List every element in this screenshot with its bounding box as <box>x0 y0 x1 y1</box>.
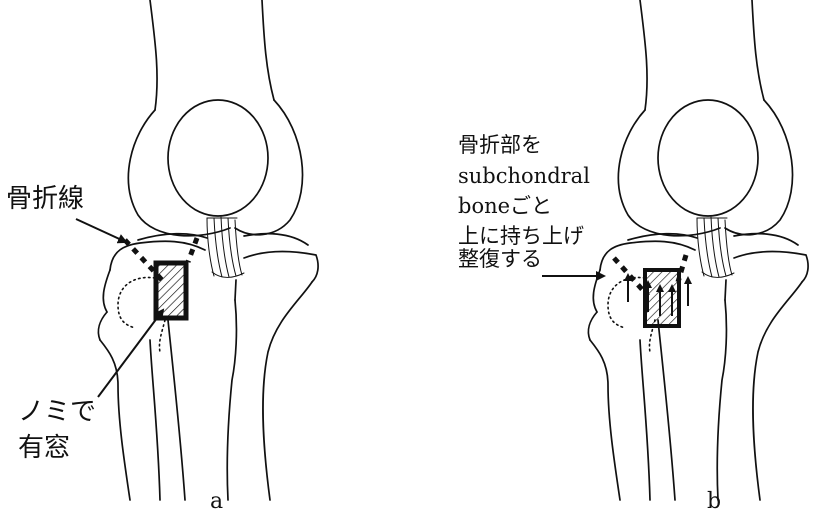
knee-illustration-b <box>588 0 808 500</box>
fracture-line-b <box>614 258 648 296</box>
arrow-fracture-line <box>76 219 126 242</box>
label-reduction-line4: 上に持ち上げ <box>458 224 584 248</box>
panel-a: 骨折線 ノミで 有窓 a <box>6 0 318 514</box>
bone-window-a <box>156 263 186 318</box>
panel-label-a: a <box>210 489 223 514</box>
label-reduction-line2: subchondral <box>458 164 590 188</box>
label-reduction-line5: 整復する <box>458 247 542 271</box>
panel-b: 骨折部を subchondral boneごと 上に持ち上げ 整復する b <box>458 0 808 514</box>
label-reduction-line1: 骨折部を <box>458 133 542 157</box>
label-reduction-line3: boneごと <box>458 194 552 218</box>
label-window-line2: 有窓 <box>18 433 70 463</box>
label-window-line1: ノミで <box>18 397 96 427</box>
label-fracture-line: 骨折線 <box>6 184 84 214</box>
knee-illustration-a <box>98 0 318 500</box>
fracture-line-a-medial <box>188 238 197 262</box>
bone-window-b <box>645 270 679 326</box>
panel-label-b: b <box>707 489 721 514</box>
